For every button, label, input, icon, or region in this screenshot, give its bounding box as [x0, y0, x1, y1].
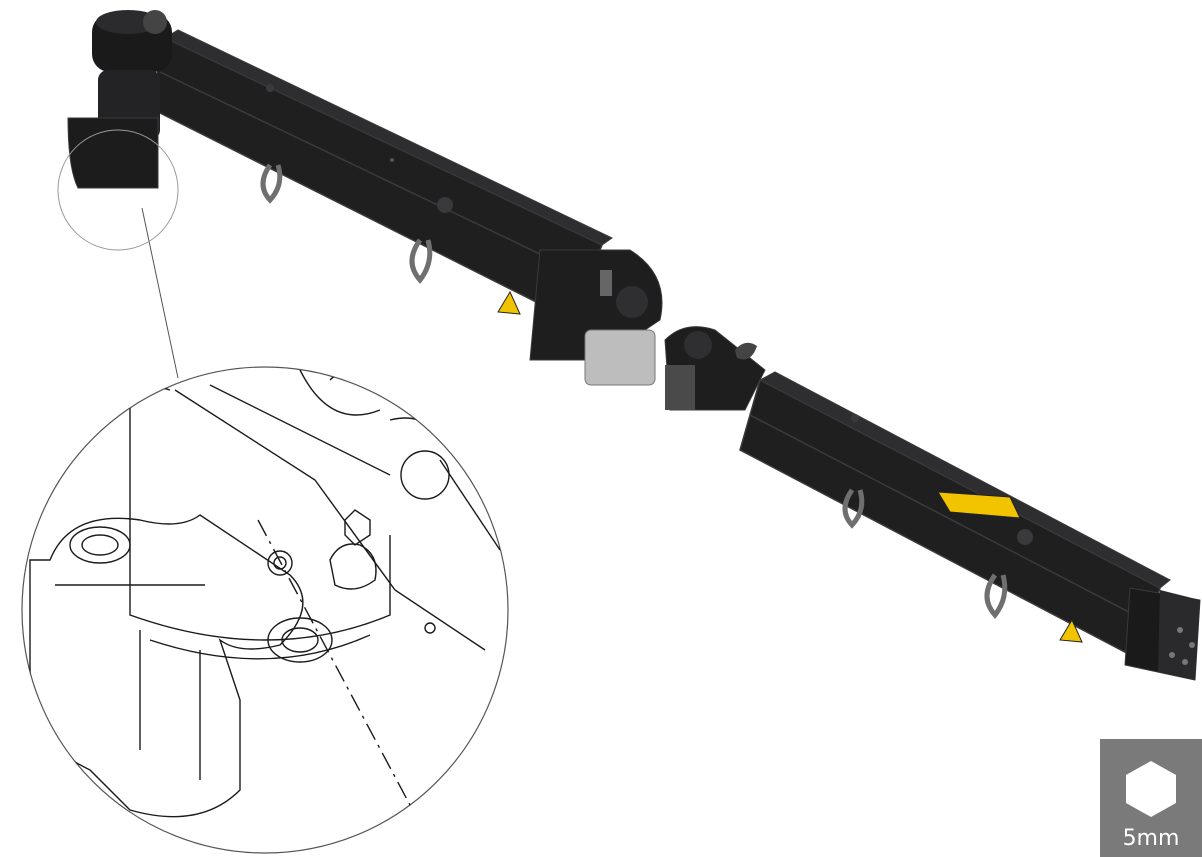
- callout-leader-line: [141, 207, 179, 379]
- base-joint: [57, 10, 179, 251]
- lifting-ring-2: [409, 238, 433, 284]
- middle-joint: [529, 249, 766, 411]
- lifting-ring-4: [984, 573, 1008, 619]
- warning-sticker-2: [1059, 618, 1083, 643]
- tool-badge: 5mm: [1100, 739, 1202, 857]
- warning-sticker-1: [497, 290, 521, 315]
- end-cap: [1124, 587, 1201, 681]
- lifting-ring-1: [260, 163, 283, 204]
- detail-zoom-circle: [21, 366, 509, 854]
- lifting-ring-3: [842, 488, 865, 529]
- warning-label-yellow: [937, 491, 1021, 519]
- tool-size-label: 5mm: [1122, 826, 1180, 851]
- arm-segment-upper: [149, 29, 613, 322]
- arm-segment-lower: [739, 371, 1171, 662]
- hex-key-icon: [1126, 761, 1176, 817]
